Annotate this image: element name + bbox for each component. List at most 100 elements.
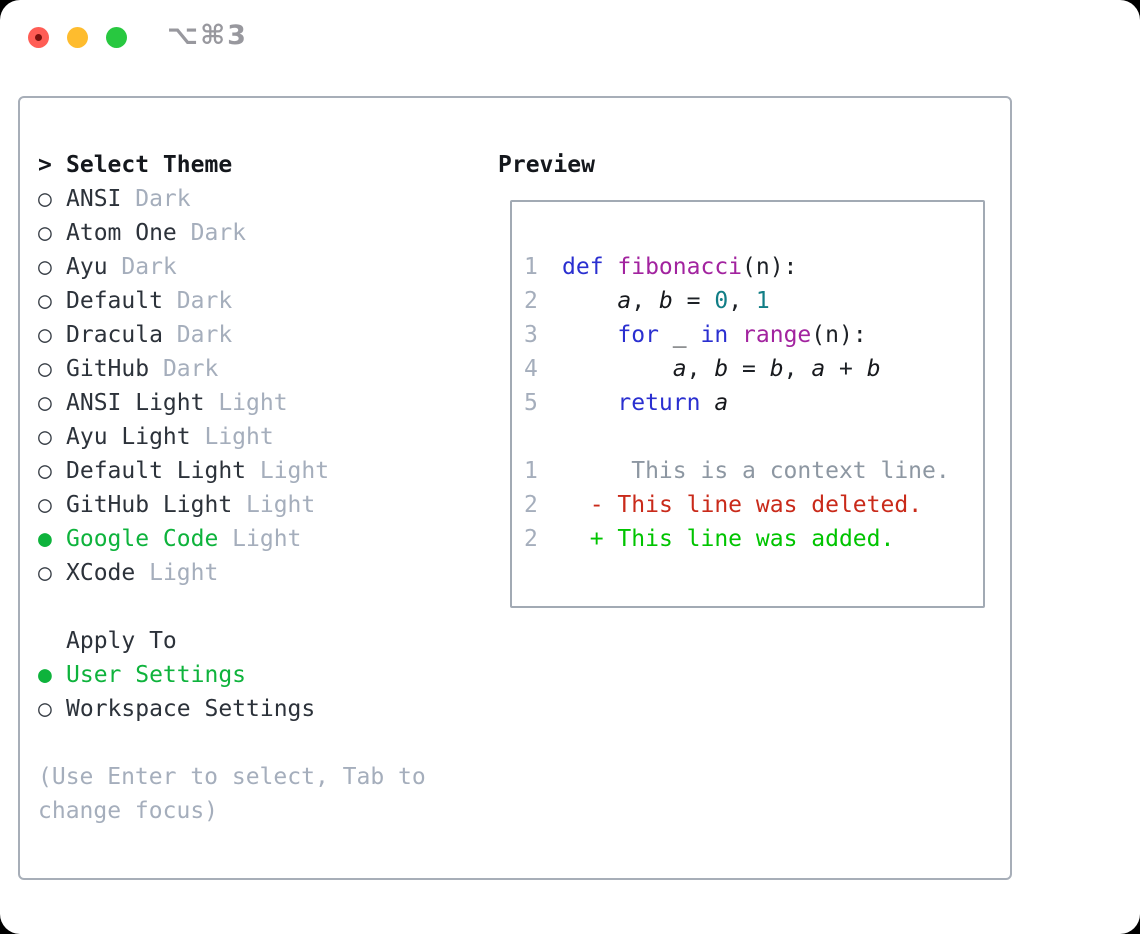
code-token: =: [728, 356, 770, 382]
theme-variant: Dark: [176, 288, 233, 314]
theme-name: GitHub: [66, 356, 150, 382]
theme-name: Google Code: [66, 526, 219, 552]
theme-variant: Light: [149, 560, 219, 586]
theme-variant: Light: [218, 390, 288, 416]
line-number: 2: [524, 492, 538, 518]
radio-icon: ○: [38, 356, 52, 382]
line-number: 1: [524, 458, 538, 484]
zoom-button[interactable]: [106, 27, 127, 48]
code-token: ,: [728, 288, 756, 314]
theme-name: Atom One: [66, 220, 177, 246]
code-token: (n):: [811, 322, 867, 348]
diff-indent: [562, 526, 590, 552]
radio-icon: ○: [38, 322, 52, 348]
radio-icon: ○: [38, 220, 52, 246]
theme-variant: Light: [204, 424, 274, 450]
theme-variant: Light: [246, 492, 316, 518]
radio-icon: ○: [38, 186, 52, 212]
radio-icon: ○: [38, 458, 52, 484]
theme-name: Default: [66, 288, 163, 314]
theme-item-github-dark[interactable]: ○ GitHub Dark: [38, 352, 426, 386]
code-token: [728, 322, 742, 348]
theme-variant: Light: [232, 526, 302, 552]
line-number: 3: [524, 322, 538, 348]
code-token: b: [658, 288, 673, 314]
spacer: [524, 420, 983, 454]
theme-item-google-code-light[interactable]: ● Google Code Light: [38, 522, 426, 556]
code-token: a: [811, 356, 826, 382]
theme-name: Ayu: [66, 254, 108, 280]
line-number: 1: [524, 254, 538, 280]
code-token: fibonacci: [617, 254, 743, 280]
code-line: 5 return a: [524, 386, 983, 420]
line-number: 2: [524, 288, 538, 314]
code-token: [700, 390, 714, 416]
apply-option-user-settings[interactable]: ●User Settings: [38, 658, 426, 692]
code-line: 4 a, b = b, a + b: [524, 352, 983, 386]
theme-item-default-light[interactable]: ○ Default Light Light: [38, 454, 426, 488]
window-title: ⌥⌘3: [167, 20, 248, 51]
code-token: [562, 288, 617, 314]
code-token: b: [714, 356, 729, 382]
radio-icon: ○: [38, 492, 52, 518]
radio-icon: ○: [38, 696, 52, 722]
theme-name: Default Light: [66, 458, 247, 484]
code-token: for: [617, 322, 659, 348]
code-token: return: [617, 390, 701, 416]
code-token: in: [700, 322, 729, 348]
theme-name: ANSI: [66, 186, 122, 212]
theme-variant: Dark: [176, 322, 233, 348]
diff-context-line: 1 This is a context line.: [524, 454, 983, 488]
radio-icon: ○: [38, 424, 52, 450]
radio-selected-icon: ●: [38, 526, 52, 552]
code-token: =: [672, 288, 715, 314]
diff-added-line: 2 + This line was added.: [524, 522, 983, 556]
theme-variant: Dark: [162, 356, 219, 382]
theme-item-github-light[interactable]: ○ GitHub Light Light: [38, 488, 426, 522]
apply-to-header: Apply To: [38, 624, 426, 658]
apply-to-title: Apply To: [66, 628, 177, 654]
code-token: [562, 322, 617, 348]
line-number: 2: [524, 526, 538, 552]
theme-item-default-dark[interactable]: ○ Default Dark: [38, 284, 426, 318]
radio-icon: ○: [38, 288, 52, 314]
code-token: a: [672, 356, 687, 382]
theme-item-ayu-light[interactable]: ○ Ayu Light Light: [38, 420, 426, 454]
diff-deleted-line: 2 - This line was deleted.: [524, 488, 983, 522]
close-button[interactable]: [28, 27, 49, 48]
theme-variant: Dark: [190, 220, 247, 246]
minimize-button[interactable]: [67, 27, 88, 48]
code-token: def: [562, 254, 618, 280]
code-token: a: [617, 288, 632, 314]
apply-option-workspace-settings[interactable]: ○Workspace Settings: [38, 692, 426, 726]
theme-name: GitHub Light: [66, 492, 233, 518]
select-theme-header: >Select Theme: [38, 148, 426, 182]
code-token: +: [825, 356, 867, 382]
theme-name: XCode: [66, 560, 136, 586]
help-hint-line-2: change focus): [38, 798, 219, 824]
code-token: 0: [714, 288, 729, 314]
apply-option-label: User Settings: [66, 662, 247, 688]
code-token: [562, 356, 673, 382]
diff-deleted-text: - This line was deleted.: [589, 492, 923, 518]
code-token: [562, 390, 617, 416]
theme-name: Ayu Light: [66, 424, 191, 450]
diff-added-text: + This line was added.: [589, 526, 895, 552]
diff-context-text: This is a context line.: [562, 458, 950, 484]
theme-variant: Dark: [121, 254, 177, 280]
theme-item-ansi-light[interactable]: ○ ANSI Light Light: [38, 386, 426, 420]
theme-item-atom-one-dark[interactable]: ○ Atom One Dark: [38, 216, 426, 250]
code-token: ,: [783, 356, 812, 382]
theme-name: ANSI Light: [66, 390, 205, 416]
theme-variant: Light: [259, 458, 330, 484]
radio-icon: ○: [38, 390, 52, 416]
